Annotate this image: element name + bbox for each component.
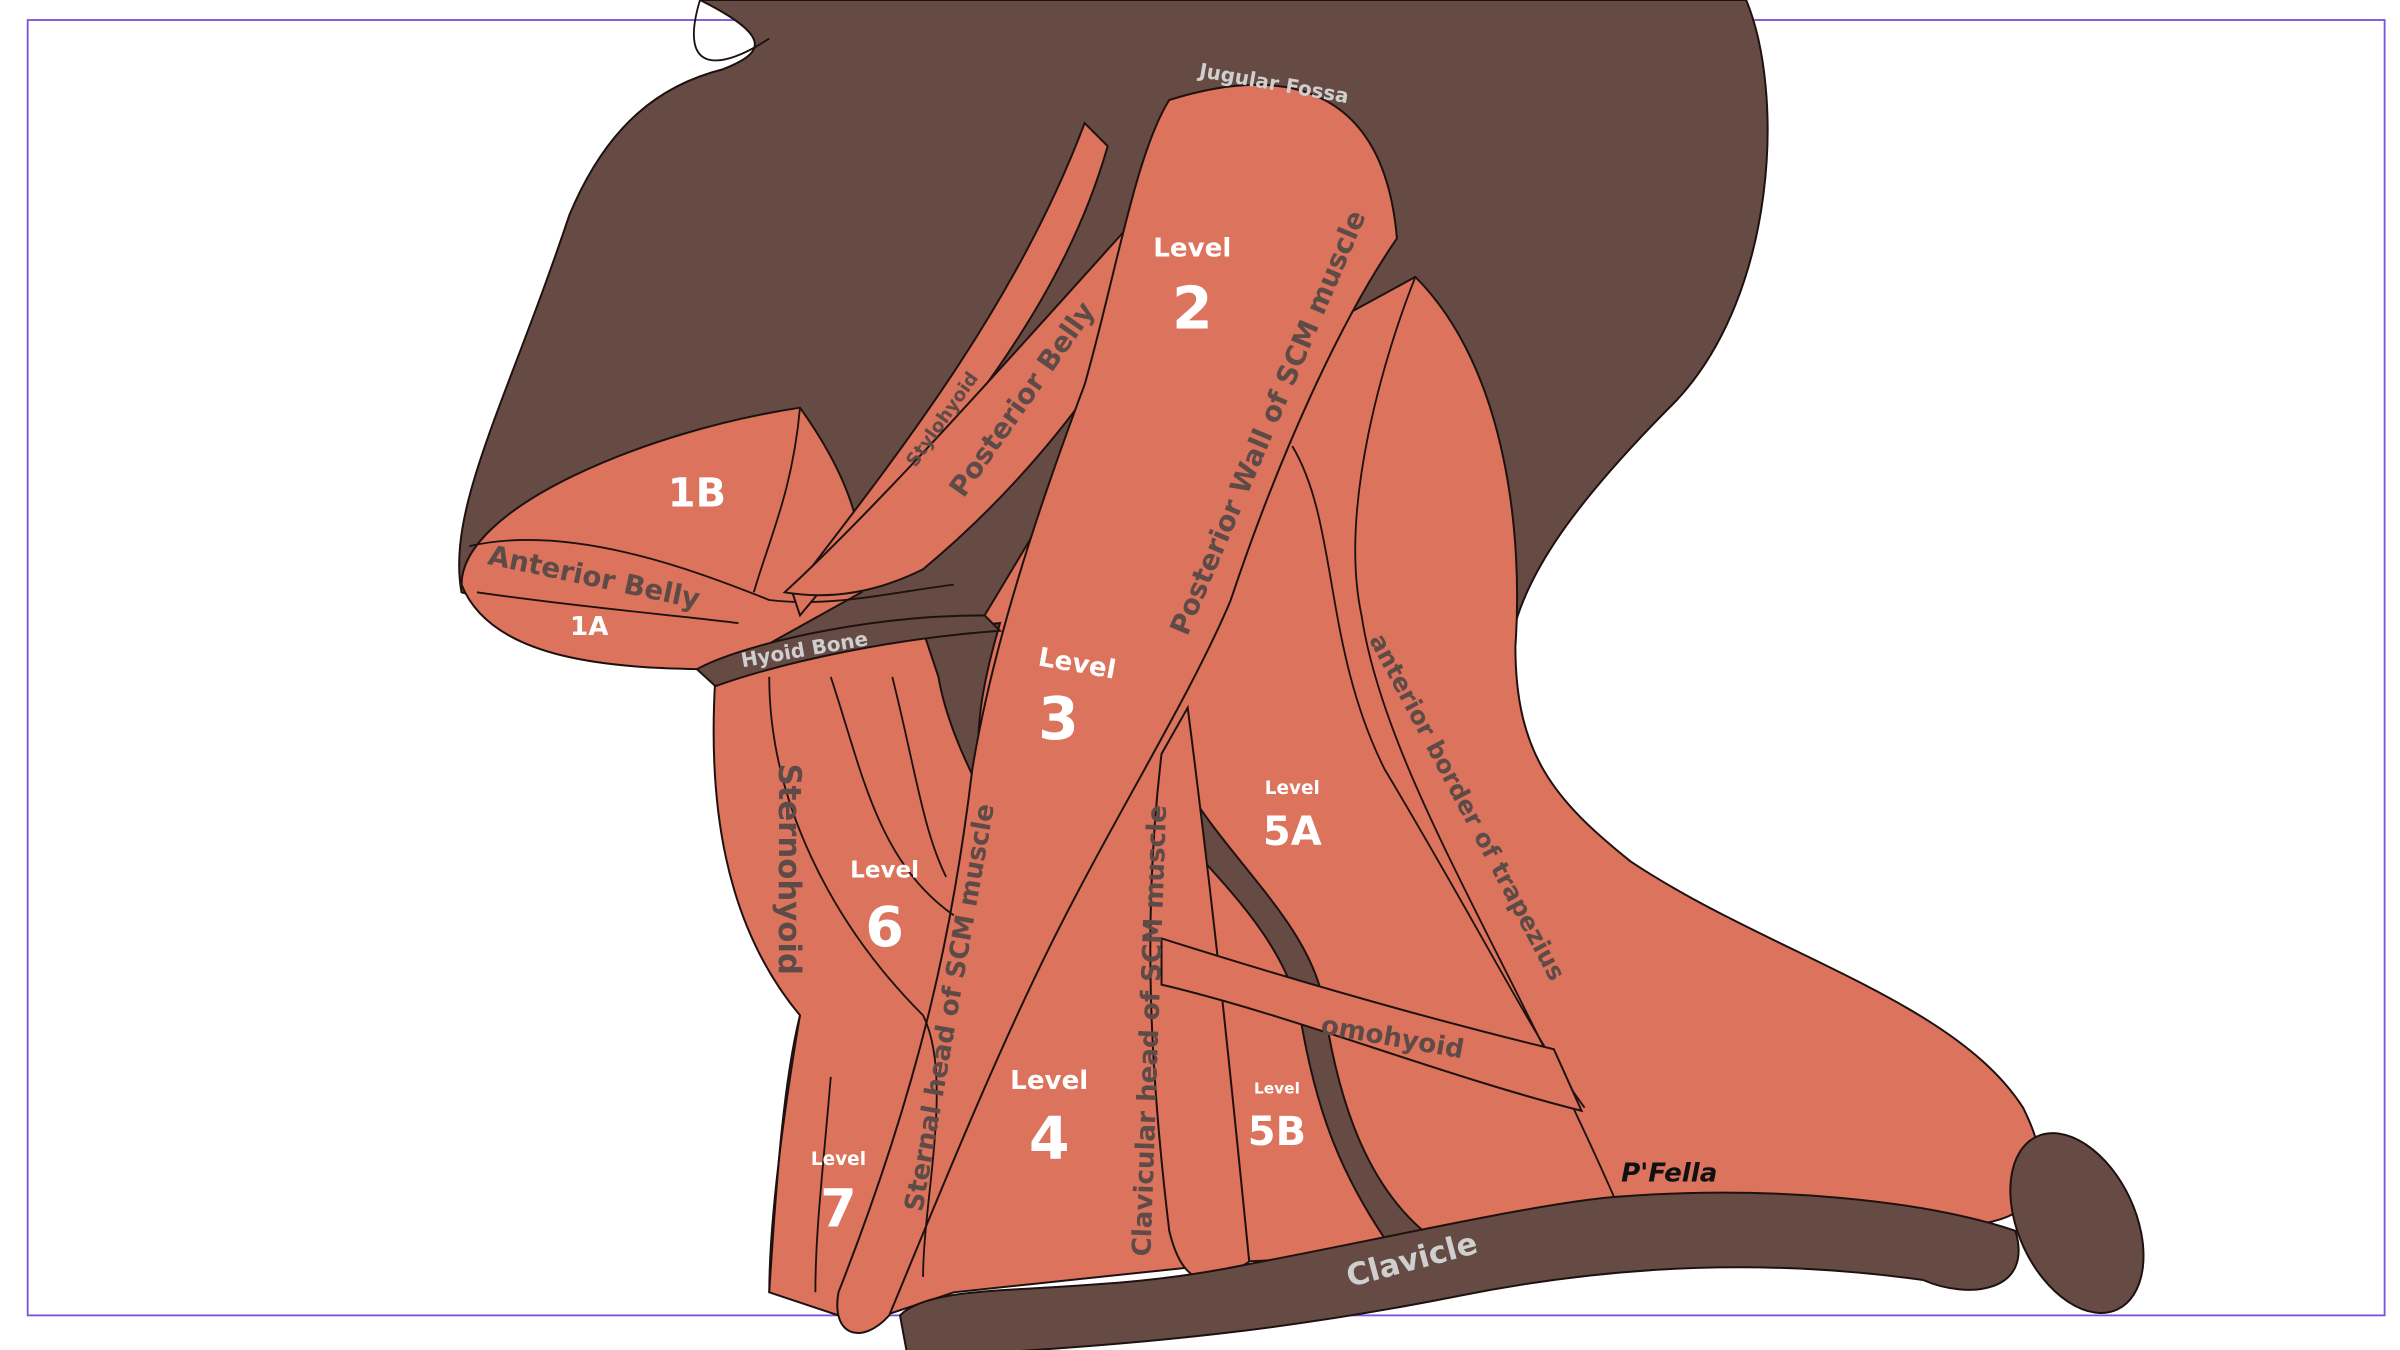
label-level6-number: 6 bbox=[865, 896, 904, 960]
jaw-line bbox=[693, 0, 770, 62]
label-level2-number: 2 bbox=[1172, 274, 1213, 342]
level6-line2 bbox=[891, 676, 947, 878]
label-level4-word: Level bbox=[1010, 1066, 1088, 1096]
stylohyoid-muscle bbox=[791, 121, 1109, 618]
label-level2-word: Level bbox=[1153, 234, 1231, 264]
trapezius-border-line bbox=[1354, 276, 1617, 1201]
artist-signature: P'Fella bbox=[1621, 1158, 1717, 1188]
label-sternohyoid: Sternohyoid bbox=[771, 763, 807, 975]
label-level6-word: Level bbox=[850, 857, 919, 883]
1b-divider bbox=[752, 407, 801, 593]
clavicle-bone bbox=[898, 1191, 2020, 1350]
hyoid-bone bbox=[695, 614, 1003, 688]
label-level4-number: 4 bbox=[1029, 1105, 1070, 1173]
level6-line bbox=[829, 676, 955, 917]
label-level5b-number: 5B bbox=[1248, 1109, 1306, 1155]
scm-muscle bbox=[836, 83, 1398, 1334]
label-level5a-number: 5A bbox=[1263, 809, 1322, 855]
label-level5a-word: Level bbox=[1265, 778, 1320, 799]
label-level1a: 1A bbox=[570, 612, 609, 642]
anterior-belly-line bbox=[469, 539, 954, 603]
omohyoid-muscle bbox=[1160, 937, 1584, 1113]
anterior-belly-line2 bbox=[476, 591, 739, 624]
shoulder-head bbox=[2009, 1132, 2145, 1314]
label-level1b: 1B bbox=[668, 470, 726, 516]
label-level3-number: 3 bbox=[1038, 685, 1079, 753]
level5-line bbox=[1291, 445, 1586, 1109]
sternohyoid-line bbox=[768, 676, 938, 1277]
label-level7-number: 7 bbox=[820, 1178, 856, 1239]
level7-line bbox=[768, 1015, 801, 1293]
label-level5b-word: Level bbox=[1254, 1080, 1300, 1098]
label-level7-word: Level bbox=[811, 1149, 866, 1170]
level7-line2 bbox=[814, 1076, 832, 1293]
